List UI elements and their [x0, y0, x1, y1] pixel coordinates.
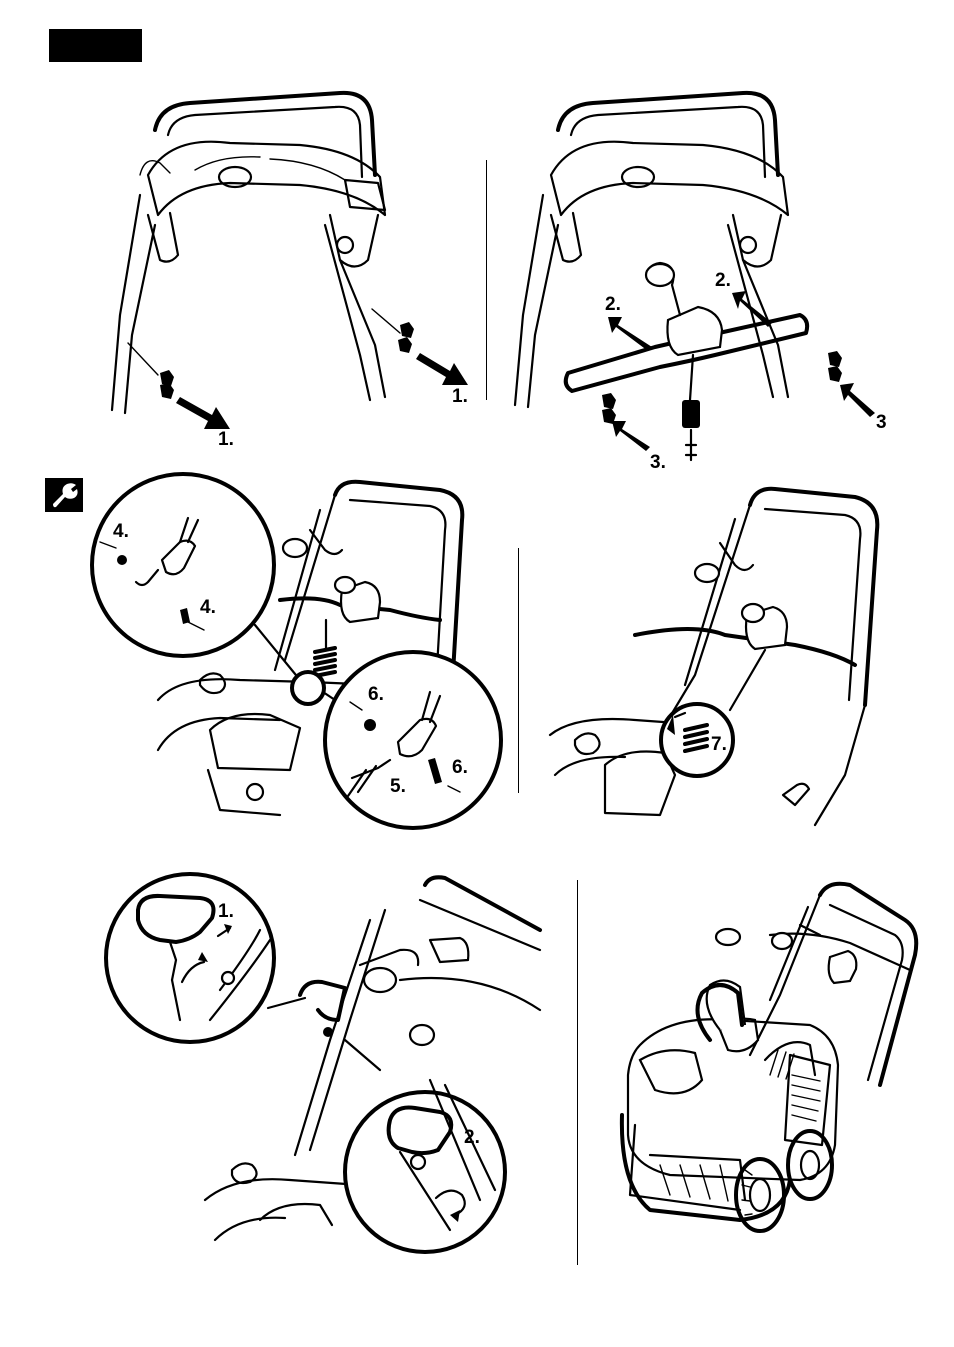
shift-rod-connection-illustration: [80, 470, 510, 850]
handle-illustration: [100, 85, 480, 455]
step-label: 2.: [605, 295, 621, 314]
handle-bracket-illustration: [510, 85, 900, 480]
panel-divider: [486, 160, 487, 400]
assembled-snow-thrower-illustration: [610, 875, 930, 1255]
panel-step-remove-bolts: 1. 1.: [100, 85, 480, 455]
panel-step-attach-spring: 7.: [535, 475, 915, 835]
spring-attach-illustration: [535, 475, 915, 835]
step-label: 4.: [113, 522, 129, 541]
handle-knob-illustration: [100, 870, 550, 1255]
panel-divider: [577, 880, 578, 1265]
step-label: 3: [876, 413, 887, 432]
step-label: 2.: [715, 271, 731, 290]
panel-step-handle-knob: 1. 2.: [100, 870, 550, 1255]
step-label: 1.: [218, 430, 234, 449]
panel-divider: [518, 548, 519, 793]
step-label: 1.: [218, 902, 234, 921]
header-black-block: [49, 29, 142, 62]
wrench-icon: [45, 478, 83, 512]
step-label: 6.: [368, 685, 384, 704]
panel-step-connect-rod: 4. 4. 6. 6. 5.: [80, 470, 510, 850]
step-label: 6.: [452, 758, 468, 777]
step-label: 4.: [200, 598, 216, 617]
step-label: 1.: [452, 387, 468, 406]
step-label: 3.: [650, 453, 666, 472]
panel-step-attach-bracket: 2. 2. 3 3.: [510, 85, 900, 480]
step-label: 7.: [711, 735, 727, 754]
step-label: 5.: [390, 777, 406, 796]
panel-assembled-machine: [610, 875, 930, 1255]
step-label: 2.: [464, 1128, 480, 1147]
